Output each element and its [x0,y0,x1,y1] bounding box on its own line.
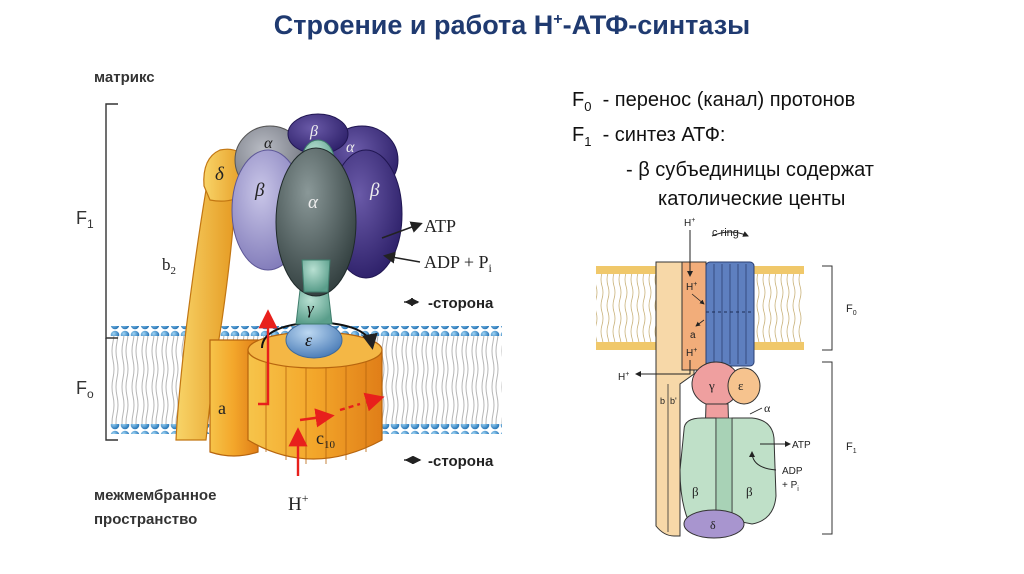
legend-f1-symbol: F [572,124,585,146]
right-pi-label: + Pi [782,480,799,493]
right-atp-label: ATP [792,440,811,451]
left-bracket [105,103,118,441]
right-delta-label: δ [710,518,716,532]
right-epsilon-label: ε [738,378,744,393]
beta-top-label: β [309,123,318,140]
right-f0-label: F0 [846,303,857,317]
delta-label: δ [215,164,225,185]
right-h-mid: H+ [686,281,697,293]
legend-f1-sub: 1 [584,134,592,149]
right-a-subunit [681,261,707,371]
left-f0-label: Fo [76,378,94,401]
legend-f0-text: - перенос (канал) протонов [602,89,856,111]
right-alpha-label: α [764,401,771,415]
title-main: Строение и работа Н [273,10,554,40]
right-h-low: H+ [686,347,697,359]
title-rest: -АТФ-синтазы [562,10,751,40]
legend-f1-row: F1 - синтез АТФ: [572,121,874,156]
alpha-left-label: α [264,135,273,152]
alpha-right-label: α [346,139,355,156]
right-bracket [822,265,833,535]
right-a-label: a [690,330,696,341]
alpha-center-label: α [308,192,319,213]
b2-label: b2 [162,255,176,277]
a-subunit [209,339,259,457]
right-beta-left [679,417,717,525]
right-c-ring [705,261,755,367]
plus-side-marker: + [404,453,422,468]
minus-side-label: -сторона [428,295,494,312]
plus-side-label: -сторона [428,453,494,470]
right-c-ring-label: c ring [712,227,739,239]
right-bprime-label: b' [670,396,677,406]
right-b-label: b [660,396,665,406]
epsilon-subunit [285,321,343,359]
atp-label: ATP [424,216,456,236]
intermembrane-label-1: межмембранное [94,487,216,504]
atp-arrow [381,221,423,239]
right-beta-right [731,417,777,525]
title-sup: + [553,11,563,28]
right-epsilon [727,367,761,405]
gamma-label: γ [307,299,315,318]
right-h-out: H+ [618,371,629,383]
left-diagram: F1 Fo матрикс δ b2 a c10 ε γ [76,69,502,528]
right-beta2-label: β [746,484,753,499]
c10-label: c10 [316,428,336,451]
page-title: Строение и работа Н+-АТФ-синтазы [0,10,1024,41]
beta-right-label: β [369,180,380,201]
legend-f0-symbol: F [572,89,585,111]
left-f1-label: F1 [76,208,94,231]
legend-beta-row: - β субъединицы содержат [626,159,874,181]
legend-block: F0 - перенос (канал) протонов F1 - синте… [572,86,874,214]
f1-head [231,113,403,297]
proton-path [258,309,385,476]
right-h-top: H+ [684,217,695,229]
right-gamma-label: γ [708,378,715,393]
legend-catalytic-row: католические центы [658,188,846,210]
svg-text:-: - [414,295,418,309]
legend-f1-text: - синтез АТФ: [602,124,726,146]
b2-stalk [175,189,237,441]
minus-side-marker: - [404,295,420,309]
legend-f0-sub: 0 [584,99,592,114]
beta-left-label: β [254,180,265,201]
svg-text:+: + [409,453,417,468]
epsilon-label: ε [305,330,313,350]
a-label: a [218,398,226,418]
adp-arrow [383,251,421,264]
right-f1-label: F1 [846,441,857,455]
legend-f0-row: F0 - перенос (канал) протонов [572,86,874,121]
left-hplus-label: H+ [288,491,309,515]
right-beta1-label: β [692,484,699,499]
intermembrane-label-2: пространство [94,511,197,528]
adp-label: ADP + Pi [424,252,493,275]
right-diagram: b b' γ ε α β β δ c ring [596,217,857,539]
right-adp-label: ADP [782,466,803,477]
right-delta [683,509,745,539]
left-matrix-label: матрикс [94,69,155,86]
